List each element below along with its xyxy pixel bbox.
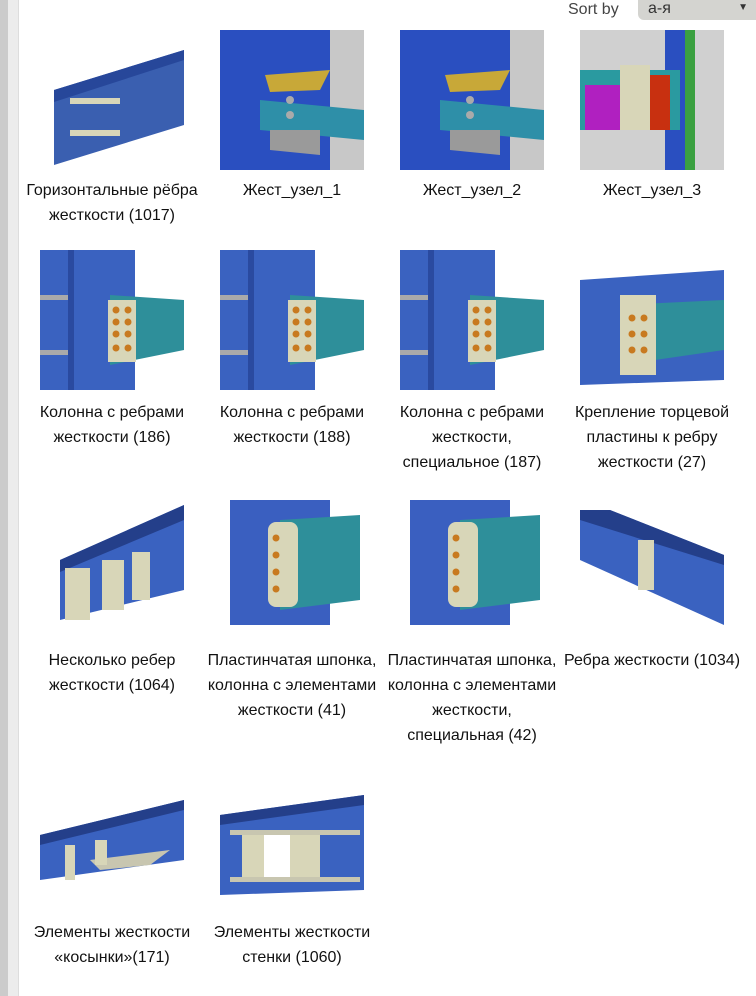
component-label: Жест_узел_1 xyxy=(242,182,342,199)
component-label: Элементы жесткости «косынки»(171) xyxy=(33,924,191,966)
left-pane-border xyxy=(0,0,8,996)
beam-gussets-icon xyxy=(40,795,184,935)
component-label: Колонна с ребрами жесткости, специальное… xyxy=(399,404,545,471)
column-beam-node-icon xyxy=(400,30,544,170)
beam-end-plate-icon xyxy=(580,250,724,390)
component-label: Горизонтальные рёбра жесткости (1017) xyxy=(26,182,198,224)
column-beam-node-colored-icon xyxy=(580,30,724,170)
component-label: Крепление торцевой пластины к ребру жест… xyxy=(574,404,730,471)
component-label: Несколько ребер жесткости (1064) xyxy=(48,652,176,694)
component-label: Жест_узел_3 xyxy=(602,182,702,199)
chevron-down-icon: ▼ xyxy=(738,2,748,13)
component-label: Колонна с ребрами жесткости (188) xyxy=(219,404,365,446)
column-shear-plate-icon xyxy=(220,500,364,640)
component-label: Элементы жесткости стенки (1060) xyxy=(213,924,371,966)
column-end-plate-icon xyxy=(220,250,364,390)
component-label: Жест_узел_2 xyxy=(422,182,522,199)
column-end-plate-icon xyxy=(40,250,184,390)
beam-multiple-stiffeners-icon xyxy=(40,500,184,640)
left-scroll-track[interactable] xyxy=(8,0,19,996)
beam-horizontal-stiffeners-icon xyxy=(40,30,184,170)
component-label: Пластинчатая шпонка, колонна с элементам… xyxy=(207,652,377,719)
beam-web-stiffeners-icon xyxy=(220,795,364,935)
sort-value: а-я xyxy=(648,0,671,17)
column-beam-node-icon xyxy=(220,30,364,170)
sort-dropdown[interactable]: а-я ▼ xyxy=(638,0,756,20)
component-label: Колонна с ребрами жесткости (186) xyxy=(39,404,185,446)
component-label: Пластинчатая шпонка, колонна с элементам… xyxy=(387,652,557,744)
column-end-plate-icon xyxy=(400,250,544,390)
beam-stiffener-icon xyxy=(580,500,724,640)
column-shear-plate-icon xyxy=(400,500,544,640)
sort-by-label: Sort by xyxy=(568,1,619,18)
component-label: Ребра жесткости (1034) xyxy=(563,652,741,669)
